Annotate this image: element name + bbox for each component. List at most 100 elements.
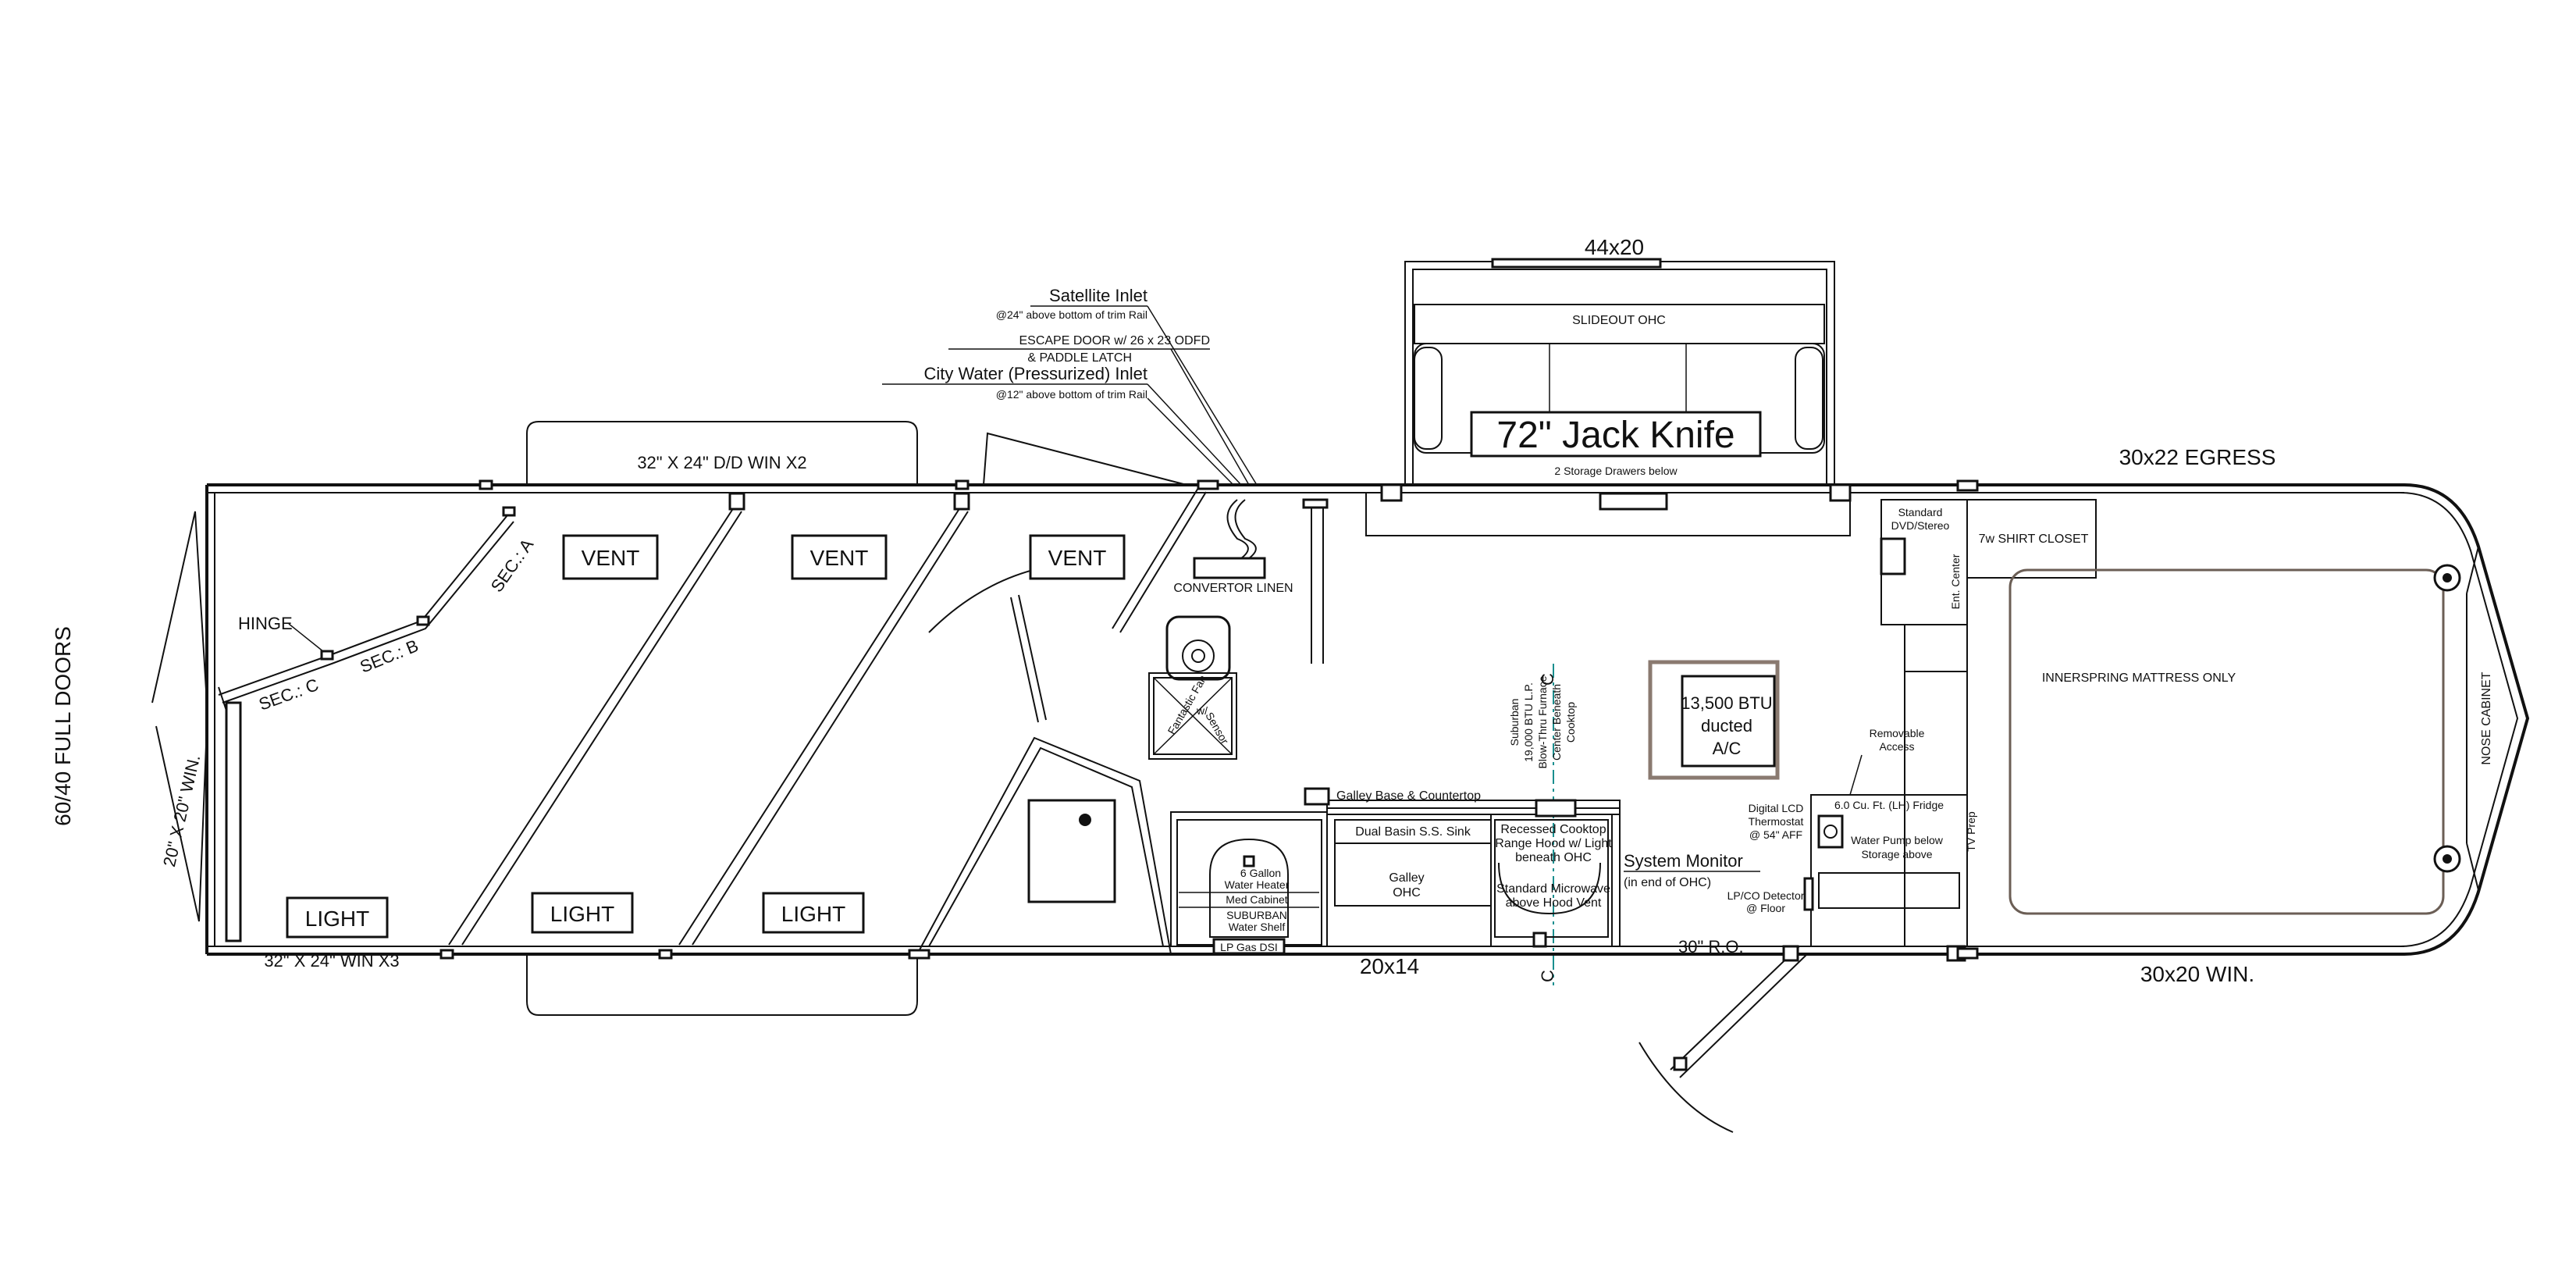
heater-label-2: Water Heater — [1225, 878, 1290, 891]
fantastic-fan-box — [1148, 672, 1237, 760]
furnace-label-4: Center Beneath — [1550, 684, 1563, 761]
side-windows — [526, 421, 1187, 1016]
dvd-label-2: DVD/Stereo — [1891, 519, 1950, 532]
window-x3-label: 32" X 24" WIN X3 — [264, 951, 399, 971]
water-heater: 6 Gallon Water Heater Med Cabinet SUBURB… — [1170, 811, 1328, 955]
vent-label-2: VENT — [810, 546, 869, 570]
system-monitor-note: (in end of OHC) — [1624, 876, 1711, 889]
light-box-1 — [286, 896, 389, 939]
wall-fasteners — [439, 479, 1979, 960]
lcd-label-1: Digital LCD — [1749, 802, 1804, 814]
furnace-label-5: Cooktop — [1564, 702, 1577, 743]
lp-co-label-1: LP/CO Detector — [1727, 889, 1805, 902]
ac-label-1: 13,500 BTU — [1681, 693, 1772, 713]
ent-center: Standard DVD/Stereo Ent. Center 7w SHIRT… — [1880, 499, 2097, 796]
ac-label-2: ducted — [1701, 716, 1752, 736]
light-box-3 — [762, 892, 865, 934]
furnace-note: Suburban 19,000 BTU L.P. Blow-Thru Furna… — [1508, 675, 1577, 768]
escape-door-label-2: & PADDLE LATCH — [1027, 351, 1132, 365]
fridge-label: 6.0 Cu. Ft. (LH) Fridge — [1834, 799, 1944, 811]
tv-prep-label: TV Prep — [1965, 811, 1977, 852]
galley-ohc-label-1: Galley — [1389, 871, 1424, 885]
vent-box-1 — [562, 534, 659, 580]
galley-base-label: Galley Base & Countertop — [1336, 789, 1481, 803]
outer-walls — [205, 483, 2530, 956]
jack-knife-label: 72" Jack Knife — [1496, 415, 1735, 456]
light-label-1: LIGHT — [305, 907, 369, 931]
vent-box-2 — [791, 534, 888, 580]
slide-size-label: 44x20 — [1585, 235, 1644, 259]
vent-box-3 — [1029, 534, 1126, 580]
cooktop-label-2: Range Hood w/ Light — [1495, 837, 1612, 850]
fan-label-3: Sensor — [1203, 710, 1231, 746]
full-doors-label: 60/40 FULL DOORS — [51, 626, 75, 826]
hinge-label: HINGE — [238, 614, 293, 633]
ent-center-label: Ent. Center — [1949, 554, 1962, 609]
galley: Galley Base & Countertop Dual Basin S.S.… — [1304, 787, 1621, 948]
convertor-linen-label: CONVERTOR LINEN — [1173, 582, 1293, 595]
city-water-label: City Water (Pressurized) Inlet — [924, 364, 1147, 383]
entry-door — [1638, 945, 1966, 1133]
city-water-note: @12" above bottom of trim Rail — [996, 388, 1147, 401]
dvd-label-1: Standard — [1898, 506, 1943, 518]
removable-label-2: Access — [1879, 740, 1914, 753]
slideout-ohc-label: SLIDEOUT OHC — [1572, 314, 1666, 327]
nose-cabinet-label: NOSE CABINET — [2480, 671, 2493, 764]
window-20x14-label: 20x14 — [1360, 954, 1419, 978]
lcd-label-2: Thermostat — [1749, 815, 1804, 828]
microwave-label-1: Standard Microwave — [1496, 882, 1610, 896]
center-mark-bottom: C — [1538, 970, 1557, 982]
galley-ohc-label-2: OHC — [1393, 886, 1421, 899]
furnace-label-2: 19,000 BTU L.P. — [1522, 682, 1535, 762]
sink-label: Dual Basin S.S. Sink — [1355, 825, 1471, 839]
system-monitor-label: System Monitor — [1624, 851, 1743, 871]
heater-label-3: Med Cabinet — [1226, 893, 1287, 906]
light-box-2 — [531, 892, 634, 934]
dd-window-label: 32" X 24" D/D WIN X2 — [637, 453, 806, 472]
vents-lights: VENT VENT VENT LIGHT LIGHT LIGHT — [286, 534, 1126, 939]
vent-label-1: VENT — [582, 546, 640, 570]
light-label-2: LIGHT — [550, 902, 614, 926]
center-mark-top: C — [1538, 673, 1557, 686]
rear-doors — [151, 511, 242, 942]
lp-co-label-2: @ Floor — [1746, 902, 1785, 914]
inlet-callouts: Satellite Inlet @24" above bottom of tri… — [882, 286, 1258, 486]
lp-gas-label: LP Gas DSI — [1220, 941, 1278, 953]
ac-label-3: A/C — [1713, 739, 1742, 758]
stall-dividers — [218, 492, 1094, 946]
shirt-closet-label: 7w SHIRT CLOSET — [1979, 533, 2089, 546]
satellite-note: @24" above bottom of trim Rail — [996, 308, 1147, 321]
tack-room — [916, 487, 1207, 955]
egress-label: 30x22 EGRESS — [2119, 445, 2276, 469]
ac-unit: 13,500 BTU ducted A/C — [1648, 660, 1780, 780]
lcd-label-3: @ 54" AFF — [1749, 828, 1802, 841]
cooktop-label-1: Recessed Cooktop — [1500, 823, 1606, 836]
rough-opening-label: 30" R.O. — [1678, 937, 1744, 956]
light-label-3: LIGHT — [781, 902, 845, 926]
removable-label-1: Removable — [1870, 727, 1925, 739]
centerline: C C — [1538, 664, 1557, 985]
heater-label-1: 6 Gallon — [1240, 867, 1281, 879]
sec-c-label: SEC.: C — [256, 675, 321, 714]
heater-label-5: Water Shelf — [1229, 921, 1286, 933]
bath-fixtures: Fantastic Fan w/ Sensor — [1148, 615, 1237, 760]
fan-label-2: w/ — [1196, 704, 1208, 717]
heater-label-4: SUBURBAN — [1226, 909, 1287, 921]
window-30x20-label: 30x20 WIN. — [2140, 962, 2254, 986]
slideout: 44x20 SLIDEOUT OHC 72" Jack Knife 2 Stor… — [1365, 235, 1852, 536]
mattress-label: INNERSPRING MATTRESS ONLY — [2042, 671, 2236, 685]
microwave-label-2: above Hood Vent — [1506, 896, 1602, 910]
bed: INNERSPRING MATTRESS ONLY NOSE CABINET — [2008, 546, 2493, 915]
furnace-label-1: Suburban — [1508, 699, 1521, 746]
convertor-linen: CONVERTOR LINEN — [1173, 498, 1329, 664]
storage-drawers-label: 2 Storage Drawers below — [1554, 465, 1678, 477]
satellite-label: Satellite Inlet — [1049, 286, 1147, 305]
pump-label-2: Storage above — [1861, 848, 1932, 860]
fridge-area: Removable Access 6.0 Cu. Ft. (LH) Fridge… — [1727, 727, 1977, 947]
escape-door-label-1: ESCAPE DOOR w/ 26 x 23 ODFD — [1019, 334, 1210, 347]
furnace-label-3: Blow-Thru Furnace — [1536, 675, 1549, 768]
pump-label-1: Water Pump below — [1851, 834, 1944, 846]
cooktop-label-3: beneath OHC — [1515, 851, 1592, 864]
vent-label-3: VENT — [1048, 546, 1107, 570]
